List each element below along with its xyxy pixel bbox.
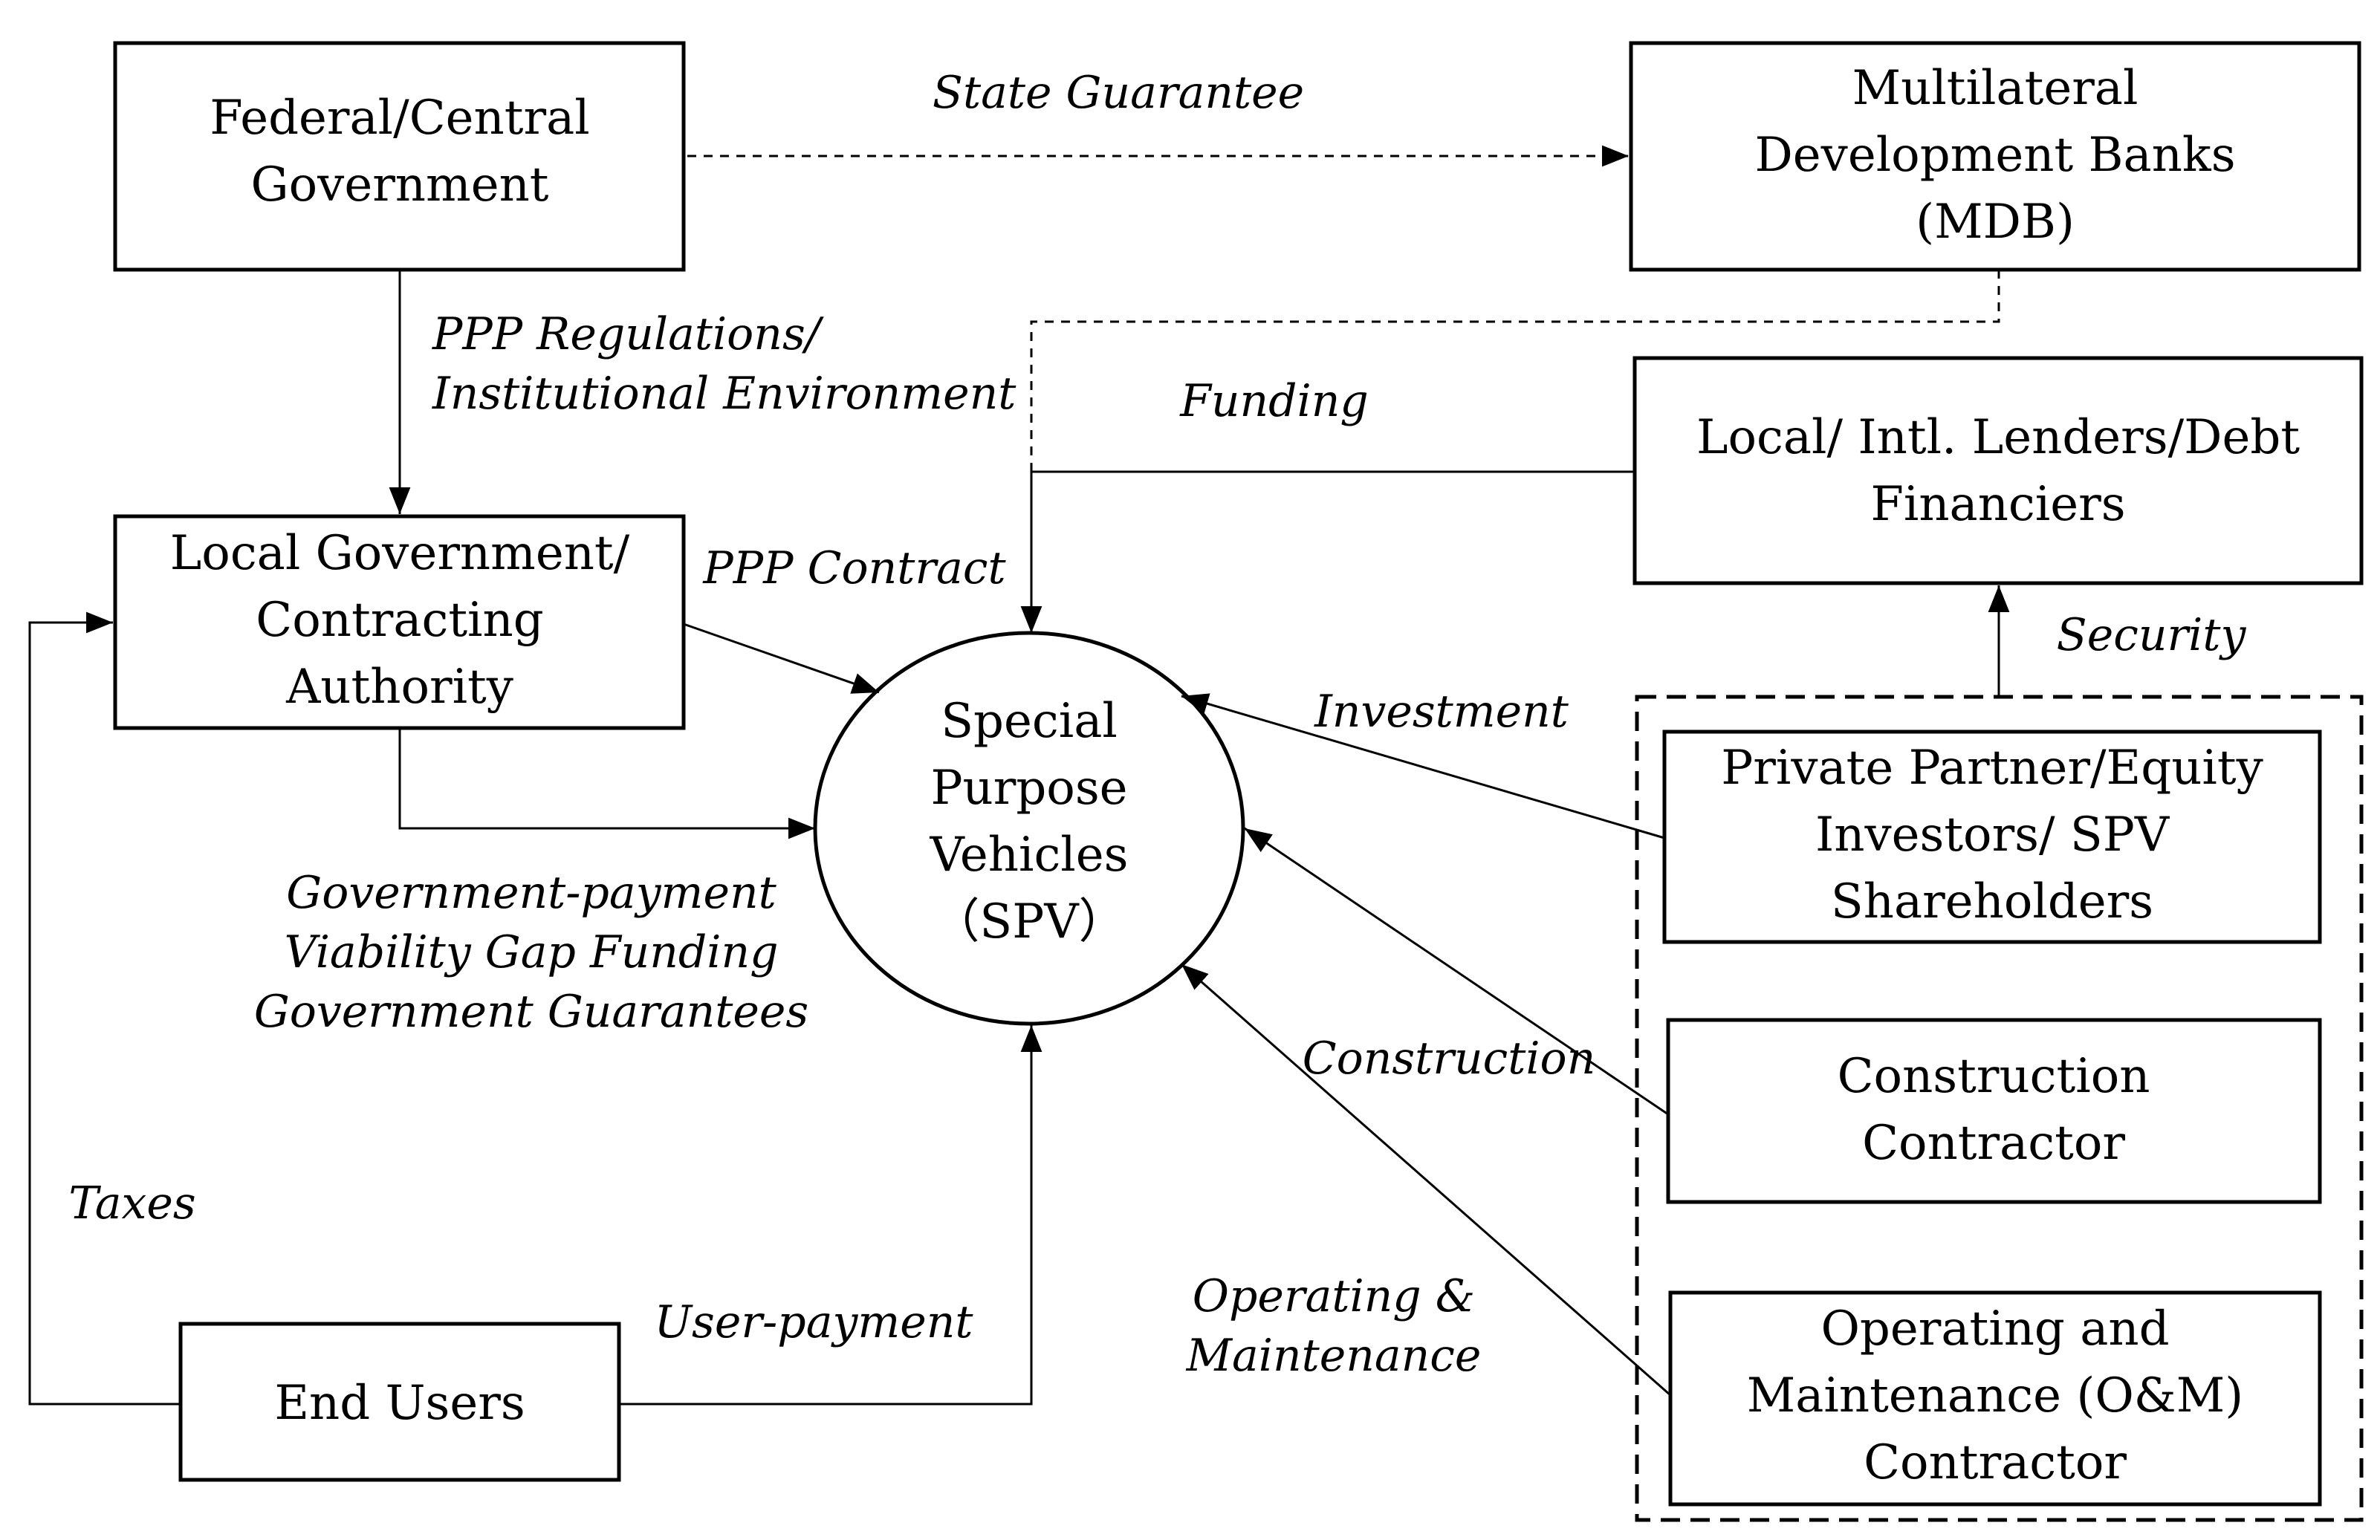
spv-label-line: Purpose xyxy=(930,761,1127,816)
operating-maintenance-label-line: Operating & xyxy=(1193,1270,1475,1322)
end-users-label: End Users xyxy=(274,1376,525,1431)
taxes-label: Taxes xyxy=(68,1177,195,1229)
taxes-arrow xyxy=(28,611,181,1406)
funding-label: Funding xyxy=(1179,375,1369,427)
user-payment-label: User-payment xyxy=(654,1296,973,1348)
local-government-label-line: Contracting xyxy=(256,593,543,648)
om-contractor-box xyxy=(1668,1290,2322,1507)
construction-contractor-label-line: Contractor xyxy=(1862,1116,2125,1171)
investment-arrow xyxy=(1181,693,1665,839)
spv-label-line: Special xyxy=(941,694,1118,749)
lenders-label-line: Local/ Intl. Lenders/Debt xyxy=(1696,410,2300,465)
ppp-contract-label-line: PPP Contract xyxy=(702,542,1006,594)
user-payment-arrow xyxy=(619,1025,1043,1406)
end-users-label-line: End Users xyxy=(274,1376,525,1431)
construction-contractor-box xyxy=(1666,1018,2322,1204)
state-guarantee-label-line: State Guarantee xyxy=(933,67,1304,119)
government-payment-label-line: Government Guarantees xyxy=(254,986,808,1038)
government-payment-arrow xyxy=(398,728,815,839)
om-contractor-label-line: Contractor xyxy=(1864,1435,2127,1490)
spv-label-line: Vehicles xyxy=(930,828,1129,883)
ppp-regulations-label-line: Institutional Environment xyxy=(432,368,1016,420)
om-contractor-label-line: Maintenance (O&M) xyxy=(1747,1368,2244,1423)
investment-label: Investment xyxy=(1314,686,1569,738)
mdb-box xyxy=(1629,41,2361,272)
security-label-line: Security xyxy=(2057,609,2247,661)
ppp-regulations-label-line: PPP Regulations/ xyxy=(432,308,825,360)
operating-maintenance-label-line: Maintenance xyxy=(1186,1330,1482,1382)
private-partner-label-line: Shareholders xyxy=(1831,874,2153,929)
ppp-regulations-label: PPP Regulations/Institutional Environmen… xyxy=(432,308,1016,420)
ppp-contract-arrow xyxy=(683,623,880,694)
om-contractor-label-line: Operating and xyxy=(1820,1302,2169,1357)
investment-label-line: Investment xyxy=(1314,686,1569,738)
om-arrow xyxy=(1181,963,1671,1397)
taxes-label-line: Taxes xyxy=(68,1177,195,1229)
funding-label-line: Funding xyxy=(1179,375,1369,427)
construction-arrow xyxy=(1244,827,1669,1116)
government-payment-label-line: Viability Gap Funding xyxy=(284,926,778,978)
construction-label-line: Construction xyxy=(1303,1033,1596,1085)
federal-government-label-line: Federal/Central xyxy=(210,91,589,146)
spv-label-line: （SPV） xyxy=(932,894,1126,949)
lenders-label-line: Financiers xyxy=(1870,477,2125,532)
mdb-label-line: (MDB) xyxy=(1916,195,2075,250)
mdb-label-line: Multilateral xyxy=(1852,61,2139,116)
lenders-box xyxy=(1632,356,2364,585)
local-government-label-line: Authority xyxy=(285,660,513,715)
user-payment-label-line: User-payment xyxy=(654,1296,973,1348)
private-partner-label-line: Investors/ SPV xyxy=(1815,808,2170,862)
funding-arrow xyxy=(1020,470,1635,633)
federal-government-label-line: Government xyxy=(251,157,549,212)
construction-label: Construction xyxy=(1303,1033,1596,1085)
state-guarantee-label: State Guarantee xyxy=(933,67,1304,119)
construction-contractor-label-line: Construction xyxy=(1838,1049,2150,1104)
federal-government-box xyxy=(113,41,686,272)
ppp-contract-label: PPP Contract xyxy=(702,542,1006,594)
government-payment-label-line: Government-payment xyxy=(286,867,776,919)
end-users-box xyxy=(178,1322,621,1482)
local-government-label-line: Local Government/ xyxy=(170,526,630,581)
operating-maintenance-label: Operating & Maintenance xyxy=(1186,1270,1482,1382)
private-partner-label-line: Private Partner/Equity xyxy=(1721,741,2263,796)
mdb-label-line: Development Banks xyxy=(1754,128,2235,183)
security-label: Security xyxy=(2057,609,2247,661)
